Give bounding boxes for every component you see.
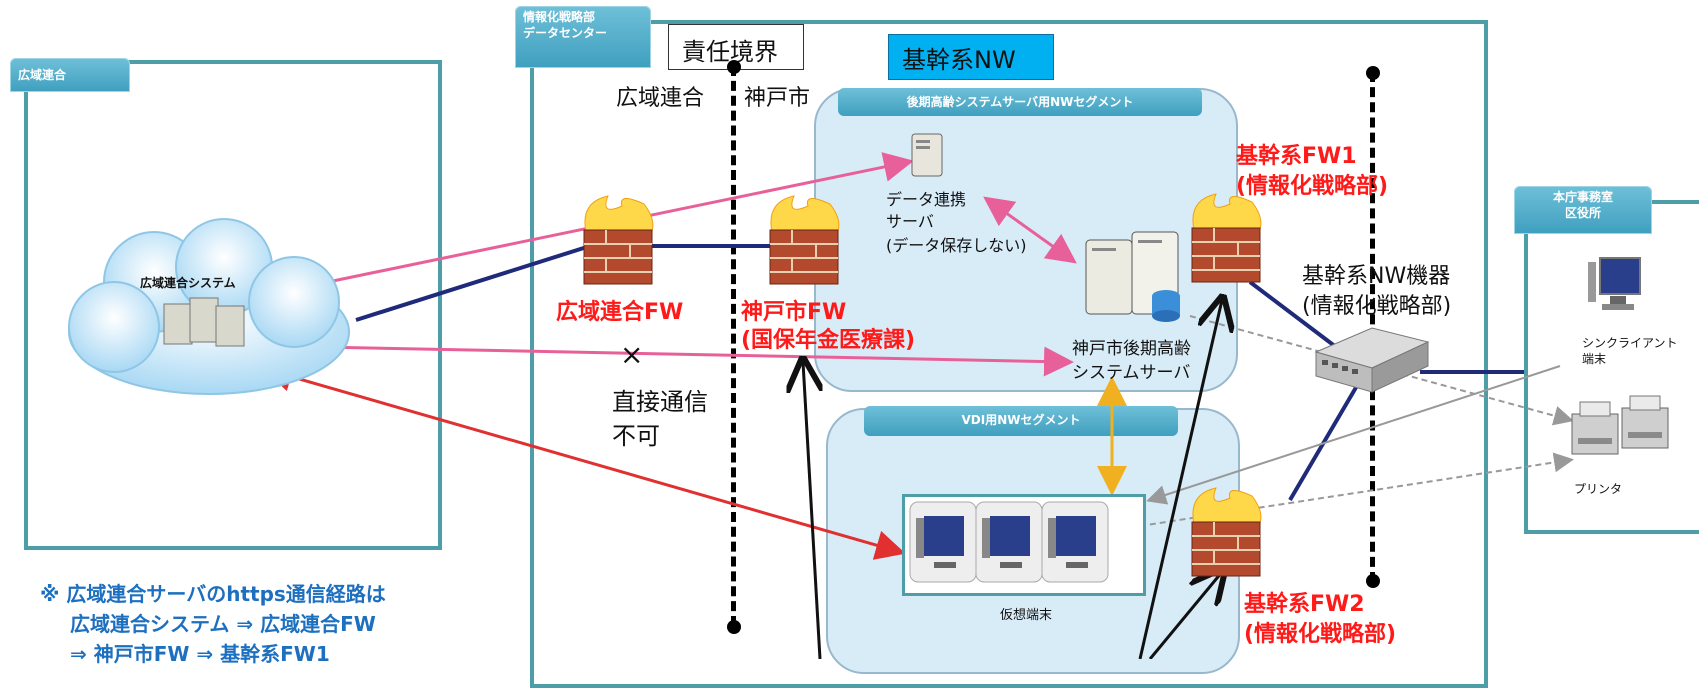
- note-line1: ※ 広域連合サーバのhttps通信経路は: [40, 582, 386, 606]
- core-nw-box: [888, 34, 1054, 80]
- kobe-server-label-line1: 神戸市後期高齢: [1072, 339, 1191, 359]
- core-fw2-icon: [1191, 487, 1262, 577]
- virtual-terminal-icon-2: [975, 501, 1043, 583]
- virtual-terminal-icon-1: [909, 501, 977, 583]
- data-server-label-line3: (データ保存しない): [886, 236, 1027, 255]
- note-line3: ⇒ 神戸市FW ⇒ 基幹系FW1: [70, 642, 330, 666]
- core-line-top-dot: [1366, 66, 1380, 80]
- kouiki-panel: [24, 60, 442, 550]
- printer-icon: [1571, 395, 1669, 455]
- core-switch-icon: [1314, 327, 1430, 393]
- thin-client-icon: [1588, 257, 1641, 310]
- core-fw2-label-line1: 基幹系FW2: [1244, 592, 1365, 617]
- link-switch-fw2: [1288, 382, 1360, 502]
- server-segment-title: 後期高齢システムサーバ用NWセグメント: [838, 88, 1202, 116]
- cloud-icon: [68, 218, 350, 395]
- kobe-fw-label-line2: (国保年金医療課): [741, 328, 916, 353]
- core-nw-boundary-line: [1370, 72, 1375, 582]
- thin-client-label-line1: シンクライアント: [1582, 336, 1678, 350]
- core-nw-title: 基幹系NW: [902, 46, 1016, 74]
- kobe-server-icon: [1085, 231, 1180, 322]
- kobe-server-label-line2: システムサーバ: [1072, 363, 1191, 383]
- core-fw1-label-line1: 基幹系FW1: [1236, 144, 1357, 169]
- link-dataserver-kobeserver: [983, 196, 1077, 264]
- core-line-bottom-dot: [1366, 574, 1380, 588]
- kobe-firewall-icon: [769, 195, 840, 285]
- no-direct-mark: ×: [620, 338, 644, 371]
- data-server-icon: [911, 133, 943, 177]
- link-thinclient-vdi: [1146, 365, 1561, 505]
- printer-label: プリンタ: [1574, 482, 1623, 496]
- thin-client-label-line2: 端末: [1582, 352, 1607, 366]
- data-server-label-line2: サーバ: [886, 212, 934, 231]
- kobe-fw-label-line1: 神戸市FW: [741, 300, 847, 325]
- callout-arrow-fw1: [1138, 300, 1222, 659]
- office-tab-line1: 本庁事務室: [1552, 190, 1613, 204]
- core-switch-label-line2: (情報化戦略部): [1302, 294, 1452, 319]
- office-tab: 本庁事務室 区役所: [1514, 186, 1652, 234]
- callout-arrow-kobefw: [803, 362, 820, 659]
- datacenter-tab-line1: 情報化戦略部: [523, 10, 596, 24]
- core-switch-label-line1: 基幹系NW機器: [1302, 264, 1451, 289]
- link-fw1-switch: [1248, 280, 1342, 352]
- virtual-terminal-icon-3: [1041, 501, 1109, 583]
- data-server-label-line1: データ連携: [886, 190, 967, 209]
- core-fw1-icon: [1191, 193, 1262, 283]
- boundary-left-label: 広域連合: [616, 86, 705, 111]
- note-line2: 広域連合システム ⇒ 広域連合FW: [70, 612, 376, 636]
- no-direct-label-line2: 不可: [612, 422, 660, 450]
- boundary-line-bottom-dot: [727, 620, 741, 634]
- kouiki-tab: 広域連合: [10, 58, 130, 92]
- link-cloud-kobeserver: [264, 331, 1074, 377]
- datacenter-tab: 情報化戦略部 データセンター: [515, 6, 651, 68]
- kouiki-firewall-icon: [583, 195, 654, 285]
- core-fw2-label-line2: (情報化戦略部): [1244, 622, 1397, 647]
- no-direct-label-line1: 直接通信: [612, 388, 708, 416]
- callout-arrow-fw2: [1148, 572, 1222, 659]
- link-server-printer: [1189, 315, 1574, 426]
- cloud-system-label: 広域連合システム: [140, 276, 236, 290]
- virtual-terminal-label: 仮想端末: [1000, 608, 1053, 623]
- datacenter-tab-line2: データセンター: [523, 26, 608, 40]
- core-fw1-label-line2: (情報化戦略部): [1236, 174, 1389, 199]
- link-cloud-vdi: [262, 362, 906, 560]
- office-tab-line2: 区役所: [1564, 206, 1601, 220]
- boundary-right-label: 神戸市: [744, 86, 811, 111]
- kouiki-fw-label: 広域連合FW: [556, 300, 684, 325]
- link-cloud-kouikifw: [355, 244, 591, 322]
- boundary-line-top-dot: [727, 60, 741, 74]
